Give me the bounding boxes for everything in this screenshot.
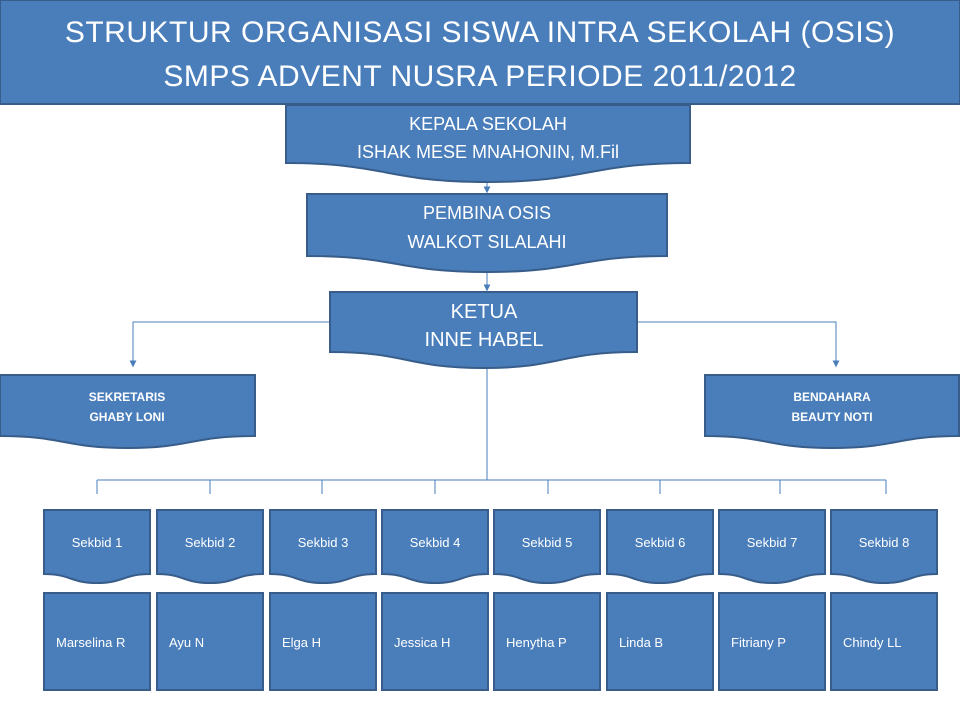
sekbid-label: Sekbid 5 xyxy=(522,535,573,550)
sekretaris-name: GHABY LONI xyxy=(89,410,164,424)
kepala-sekolah-node: KEPALA SEKOLAH ISHAK MESE MNAHONIN, M.Fi… xyxy=(285,104,691,184)
kepala-sekolah-name: ISHAK MESE MNAHONIN, M.Fil xyxy=(357,142,619,162)
sekbid-box xyxy=(493,509,601,585)
sekbid-row: Sekbid 1 Sekbid 2 Sekbid 3 Sekbid 4 Sekbid 5… xyxy=(43,509,938,585)
sekbid-label: Sekbid 8 xyxy=(859,535,910,550)
member-node: Linda B xyxy=(606,592,714,691)
member-name: Ayu N xyxy=(169,635,204,650)
sekbid-label: Sekbid 1 xyxy=(72,535,123,550)
sekbid-box xyxy=(381,509,489,585)
title-banner: STRUKTUR ORGANISASI SISWA INTRA SEKOLAH … xyxy=(0,0,960,105)
member-box xyxy=(269,592,377,691)
bendahara-name: BEAUTY NOTI xyxy=(791,410,872,424)
sekbid-box xyxy=(830,509,938,585)
sekbid-box xyxy=(718,509,826,585)
sekretaris-box xyxy=(0,374,256,450)
member-name: Elga H xyxy=(282,635,321,650)
connectors xyxy=(96,172,887,494)
bendahara-box xyxy=(704,374,960,450)
ketua-node: KETUA INNE HABEL xyxy=(329,291,638,370)
member-node: Elga H xyxy=(269,592,377,691)
title-box xyxy=(0,0,960,105)
sekbid-label: Sekbid 2 xyxy=(185,535,236,550)
sekbid-label: Sekbid 3 xyxy=(298,535,349,550)
member-name: Linda B xyxy=(619,635,663,650)
ketua-name: INNE HABEL xyxy=(425,329,544,351)
sekretaris-node: SEKRETARIS GHABY LONI xyxy=(0,374,256,450)
kepala-sekolah-box xyxy=(285,104,691,184)
connector-ketua-to-sekretaris xyxy=(129,321,330,368)
ketua-box xyxy=(329,291,638,370)
pembina-osis-node: PEMBINA OSIS WALKOT SILALAHI xyxy=(306,193,668,274)
member-name: Henytha P xyxy=(506,635,567,650)
pembina-osis-box xyxy=(306,193,668,274)
sekbid-node: Sekbid 8 xyxy=(830,509,938,585)
kepala-sekolah-role: KEPALA SEKOLAH xyxy=(409,114,567,134)
member-node: Fitriany P xyxy=(718,592,826,691)
member-name: Chindy LL xyxy=(843,635,902,650)
sekbid-node: Sekbid 1 xyxy=(43,509,151,585)
member-node: Chindy LL xyxy=(830,592,938,691)
pembina-osis-role: PEMBINA OSIS xyxy=(423,203,551,223)
sekbid-node: Sekbid 7 xyxy=(718,509,826,585)
member-box xyxy=(43,592,151,691)
member-node: Jessica H xyxy=(381,592,489,691)
sekbid-box xyxy=(156,509,264,585)
member-node: Henytha P xyxy=(493,592,601,691)
sekbid-node: Sekbid 3 xyxy=(269,509,377,585)
bendahara-role: BENDAHARA xyxy=(793,390,871,404)
sekbid-node: Sekbid 6 xyxy=(606,509,714,585)
sekbid-box xyxy=(269,509,377,585)
member-name: Marselina R xyxy=(56,635,125,650)
member-row: Marselina R Ayu N Elga H Jessica H Henytha P… xyxy=(43,592,938,691)
member-name: Jessica H xyxy=(394,635,450,650)
sekbid-node: Sekbid 4 xyxy=(381,509,489,585)
pembina-osis-name: WALKOT SILALAHI xyxy=(407,232,566,252)
sekbid-box xyxy=(43,509,151,585)
member-node: Marselina R xyxy=(43,592,151,691)
member-box xyxy=(606,592,714,691)
member-box xyxy=(493,592,601,691)
member-box xyxy=(830,592,938,691)
sekbid-label: Sekbid 6 xyxy=(635,535,686,550)
title-line-2: SMPS ADVENT NUSRA PERIODE 2011/2012 xyxy=(163,60,796,93)
sekbid-bus-drops xyxy=(96,480,887,494)
ketua-role: KETUA xyxy=(451,301,518,323)
title-line-1: STRUKTUR ORGANISASI SISWA INTRA SEKOLAH … xyxy=(65,16,895,49)
sekretaris-role: SEKRETARIS xyxy=(89,390,165,404)
sekbid-node: Sekbid 2 xyxy=(156,509,264,585)
member-node: Ayu N xyxy=(156,592,264,691)
sekbid-label: Sekbid 7 xyxy=(747,535,798,550)
member-box xyxy=(718,592,826,691)
sekbid-node: Sekbid 5 xyxy=(493,509,601,585)
bendahara-node: BENDAHARA BEAUTY NOTI xyxy=(704,374,960,450)
member-box xyxy=(381,592,489,691)
member-name: Fitriany P xyxy=(731,635,786,650)
sekbid-box xyxy=(606,509,714,585)
connector-ketua-to-bendahara xyxy=(637,321,840,368)
sekbid-label: Sekbid 4 xyxy=(410,535,461,550)
member-box xyxy=(156,592,264,691)
